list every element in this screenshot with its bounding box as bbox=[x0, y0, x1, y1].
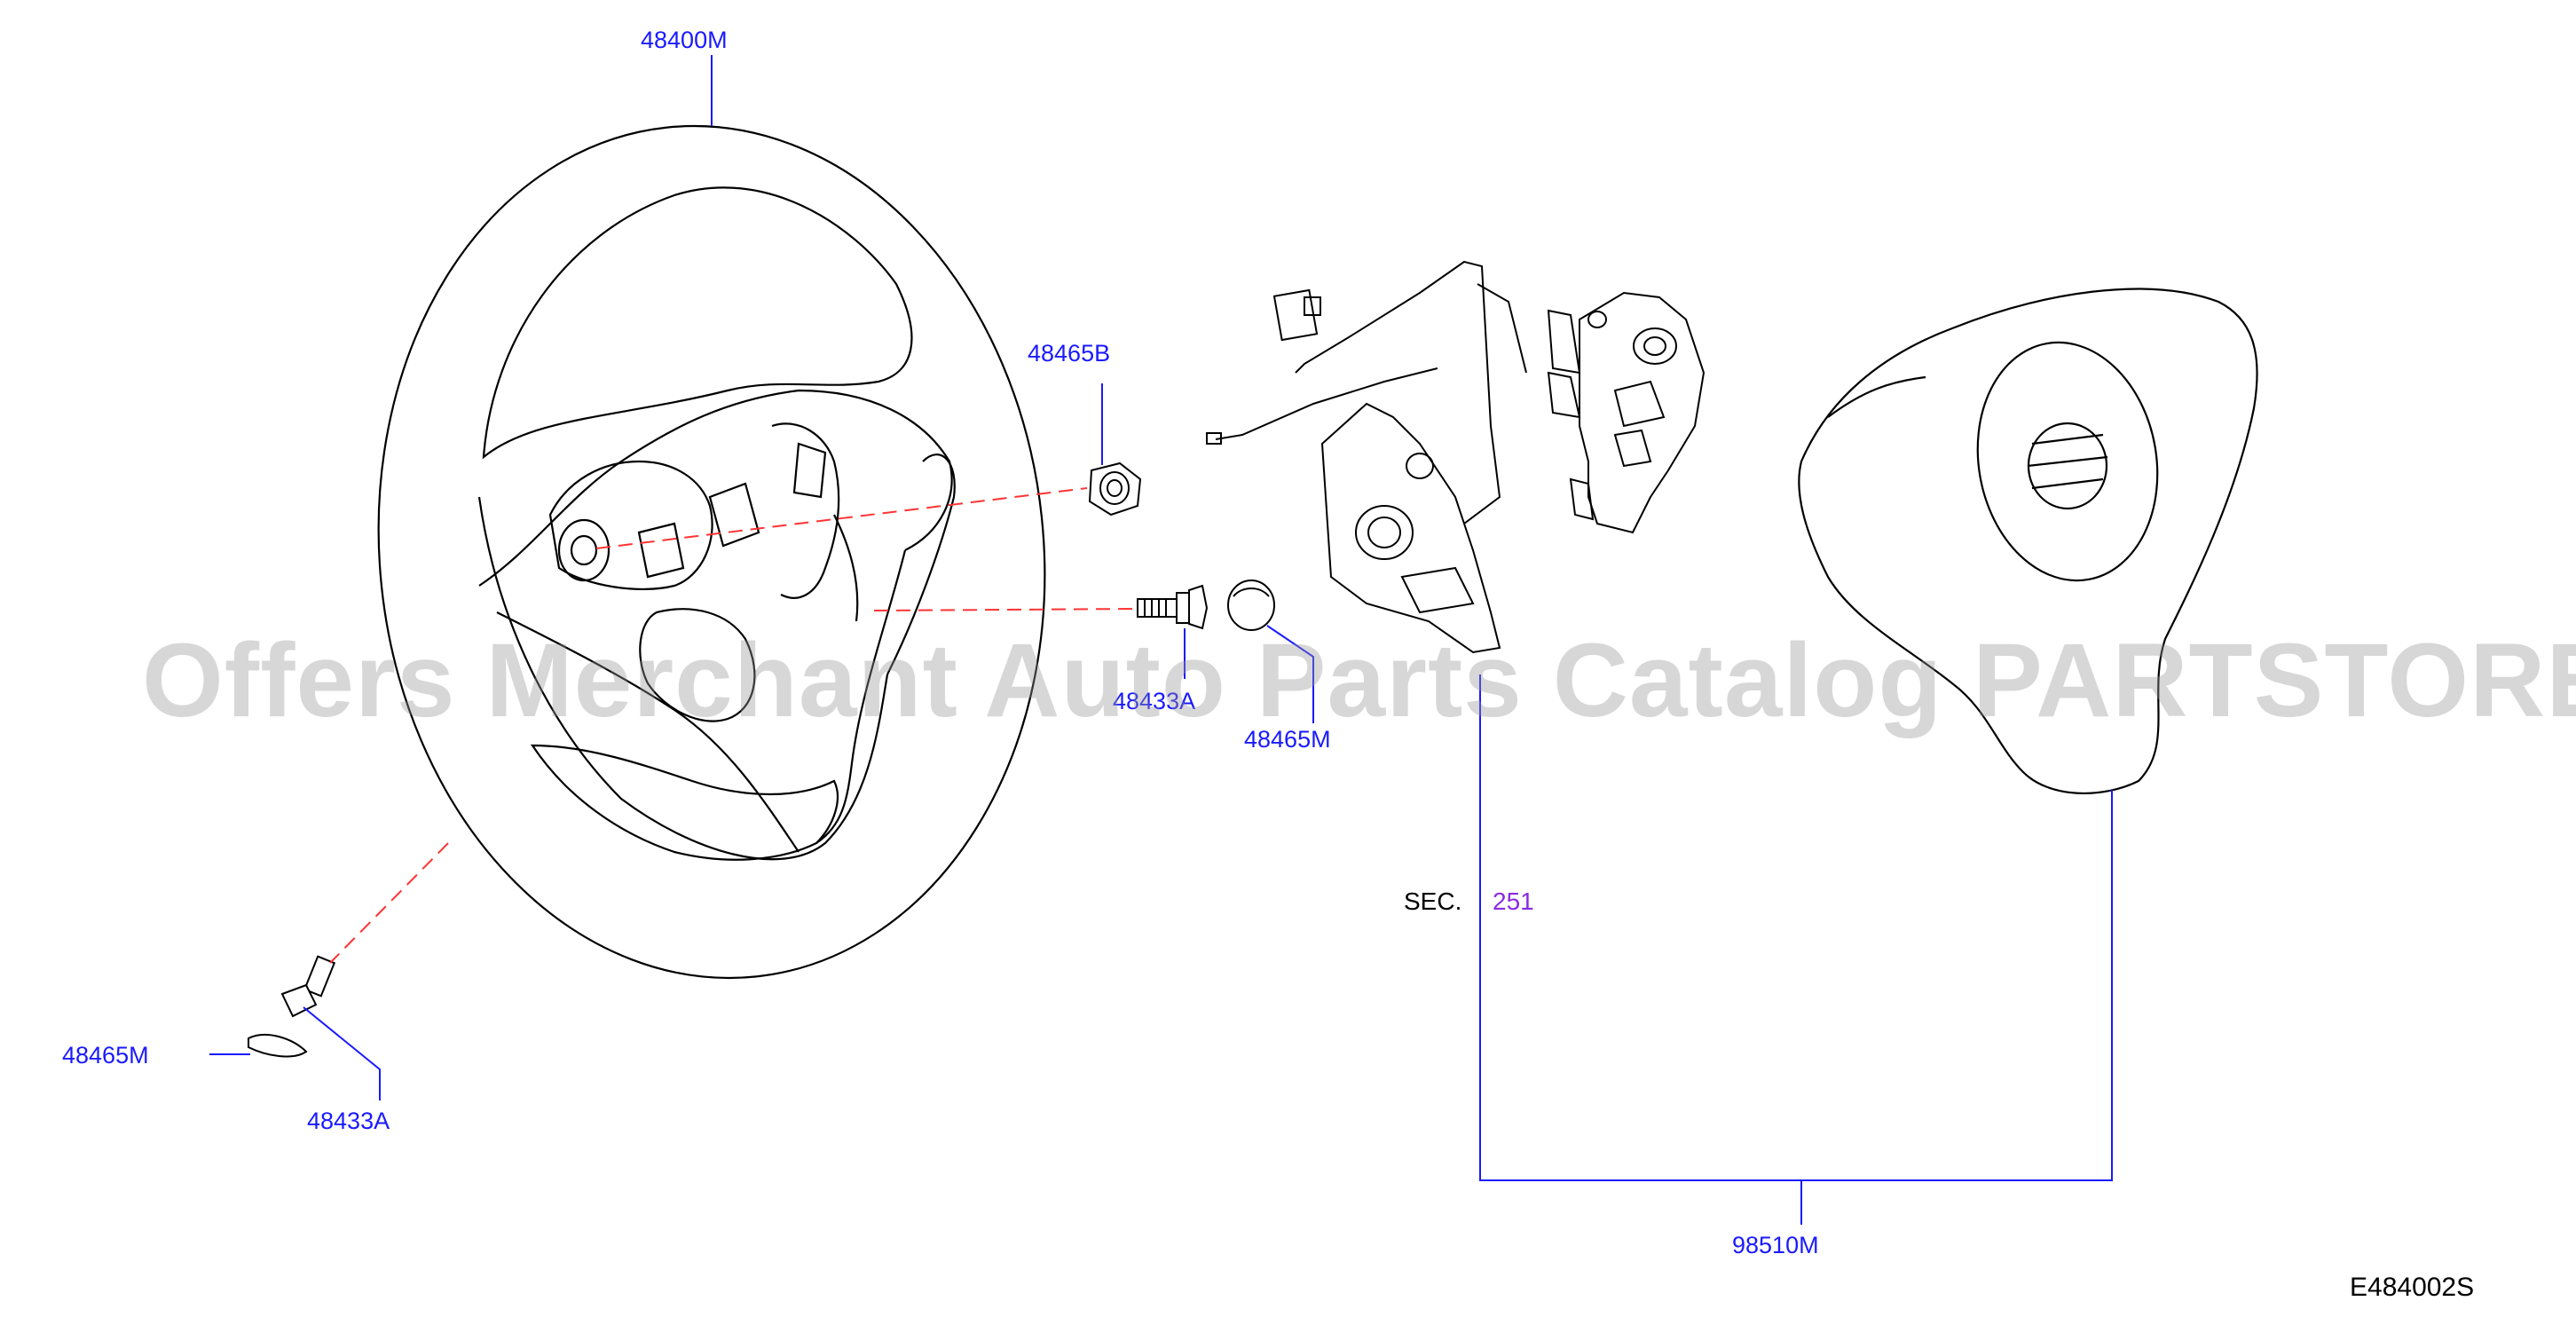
label-98510m[interactable]: 98510M bbox=[1732, 1232, 1819, 1258]
lower-cap-drawing bbox=[248, 1034, 308, 1058]
label-48433a-center[interactable]: 48433A bbox=[1113, 688, 1196, 714]
cap-drawing bbox=[1227, 580, 1275, 631]
airbag-module-drawing bbox=[1798, 288, 2258, 795]
center-bolt-drawing bbox=[1137, 584, 1209, 630]
diagram-code: E484002S bbox=[2350, 1273, 2475, 1302]
nut-drawing bbox=[1088, 461, 1142, 517]
switch-assembly-drawing bbox=[1206, 260, 1706, 654]
lower-bolt-drawing bbox=[280, 955, 336, 1018]
label-48465m-cap[interactable]: 48465M bbox=[1244, 726, 1331, 753]
leader-lines bbox=[209, 55, 2113, 1225]
alignment-lines bbox=[329, 487, 1137, 964]
label-48465m-lower[interactable]: 48465M bbox=[62, 1042, 149, 1069]
section-ref-number[interactable]: 251 bbox=[1493, 887, 1534, 915]
steering-wheel-drawing bbox=[377, 124, 1046, 980]
label-48400m[interactable]: 48400M bbox=[641, 27, 728, 53]
section-ref-prefix: SEC. bbox=[1404, 887, 1462, 915]
label-48433a-lower[interactable]: 48433A bbox=[307, 1108, 390, 1134]
label-48465b[interactable]: 48465B bbox=[1028, 340, 1111, 367]
